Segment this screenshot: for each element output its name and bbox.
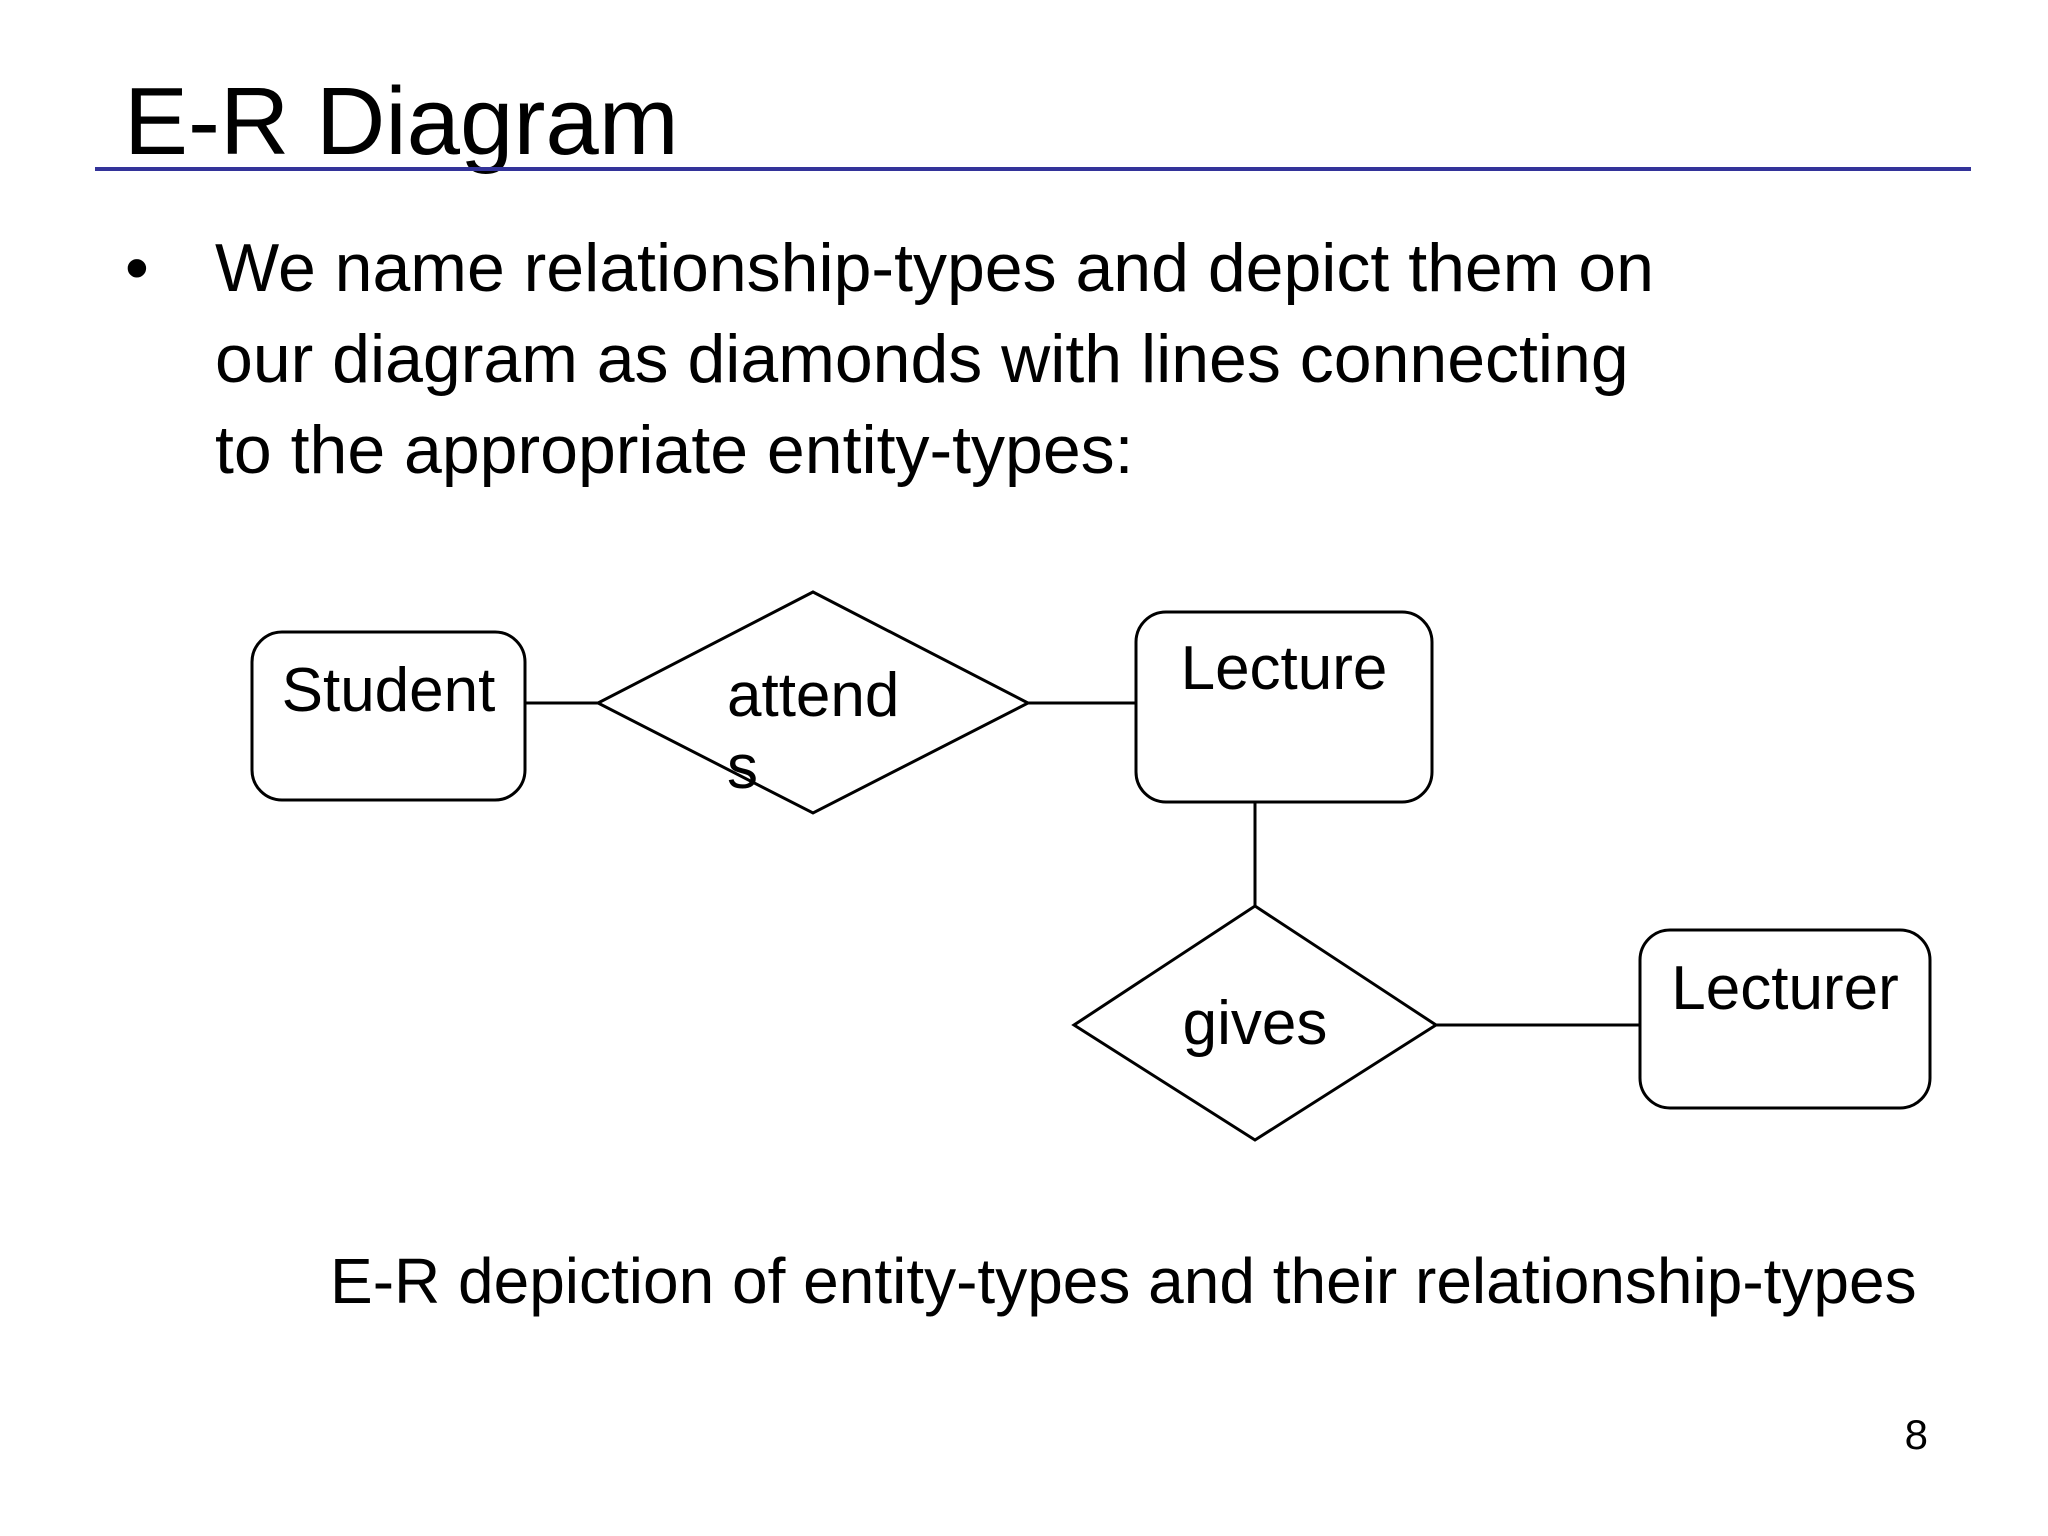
title-underline-rule — [95, 167, 1971, 171]
figure-caption: E-R depiction of entity-types and their … — [330, 1245, 1917, 1317]
entity-box-lecture — [1134, 610, 1434, 804]
bullet-text-line: to the appropriate entity-types: — [215, 412, 1134, 488]
relationship-label-attends: attend s — [727, 660, 899, 804]
slide-page-number: 8 — [1904, 1411, 1928, 1458]
relationship-label-attends-line1: attend — [727, 661, 900, 730]
relationship-diamond-attends — [594, 590, 1032, 815]
bullet-text-line: our diagram as diamonds with lines conne… — [215, 321, 1629, 397]
entity-label-lecture: Lecture — [1180, 634, 1388, 703]
relationship-label-gives: gives — [1182, 989, 1328, 1058]
bullet-text: We name relationship-types and depict th… — [215, 223, 1654, 496]
entity-label-student: Student — [281, 656, 496, 725]
bullet-marker: • — [125, 230, 149, 306]
bullet-text-line: We name relationship-types and depict th… — [215, 230, 1654, 306]
page-title: E-R Diagram — [124, 68, 679, 175]
relationship-label-attends-line2: s — [727, 733, 758, 802]
relationship-diamond-gives — [1071, 904, 1439, 1142]
entity-label-lecturer: Lecturer — [1671, 954, 1899, 1023]
entity-box-lecturer — [1638, 928, 1932, 1110]
entity-box-student — [250, 630, 527, 802]
